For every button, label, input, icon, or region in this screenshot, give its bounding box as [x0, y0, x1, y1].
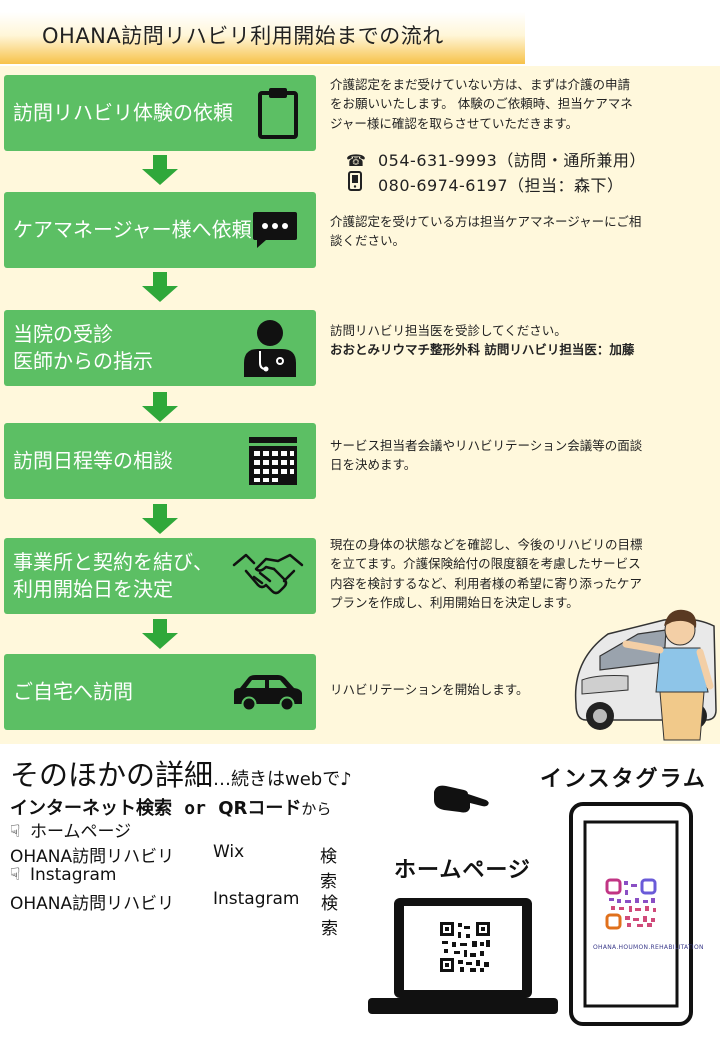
laptop-qr-code[interactable]: [368, 896, 558, 1018]
doctor-icon: [244, 320, 296, 377]
pointing-hand-icon: ☟: [10, 822, 21, 842]
instagram-handle: OHANA.HOUMON.REHABILITATION: [593, 944, 704, 951]
step-label: 訪問日程等の相談: [13, 448, 173, 473]
step5-description: 現在の身体の状態などを確認し、今後のリハビリの目標 を立てます。介護保険給付の限…: [330, 537, 643, 611]
pointing-hand-icon: [434, 785, 489, 813]
homepage-heading: ホームページ: [394, 858, 531, 883]
flow-arrow-down: [142, 155, 178, 185]
homepage-label: ☟ホームページ: [10, 822, 132, 842]
step-doctor-visit: 当院の受診 医師からの指示: [4, 310, 316, 386]
handshake-icon: [232, 553, 304, 595]
step-contract: 事業所と契約を結び、 利用開始日を決定: [4, 538, 316, 614]
instagram-heading: インスタグラム: [540, 767, 707, 792]
step4-description: サービス担当者会議やリハビリテーション会議等の面談 日を決めます。: [330, 438, 643, 473]
details-heading: そのほかの詳細…続きはwebで♪: [10, 758, 352, 792]
step-trial-request: 訪問リハビリ体験の依頼: [4, 75, 316, 151]
step-label: 当院の受診 医師からの指示: [13, 322, 153, 373]
search-instruction: インターネット検索 or QRコードから: [10, 798, 332, 819]
instagram-search-terms: OHANA訪問リハビリ Instagram 検索: [10, 889, 338, 939]
step-label: ケアマネージャー様へ依頼: [13, 217, 252, 242]
step-label: 事業所と契約を結び、 利用開始日を決定: [13, 550, 213, 601]
flow-arrow-down: [142, 392, 178, 422]
step-label: 訪問リハビリ体験の依頼: [13, 100, 233, 125]
telephone-icon: ☎: [346, 151, 367, 170]
phone-line-mobile: 080-6974-6197（担当：森下）: [346, 171, 624, 196]
step-label: ご自宅へ訪問: [13, 679, 133, 704]
step2-description: 介護認定を受けている方は担当ケアマネージャーにご相 談ください。: [330, 214, 642, 249]
step-home-visit: ご自宅へ訪問: [4, 654, 316, 730]
calendar-icon: [249, 437, 297, 485]
instagram-label: ☟Instagram: [10, 865, 117, 885]
pointing-hand-icon: ☟: [10, 865, 21, 885]
flow-arrow-down: [142, 504, 178, 534]
step1-description: 介護認定をまだ受けていない方は、まずは介護の申請 をお願いいたします。 体験のご…: [330, 77, 633, 131]
smartphone-instagram-qr-code[interactable]: [569, 802, 693, 1026]
phone-line-office: ☎054-631-9993（訪問・通所兼用）: [346, 151, 646, 170]
page-title: OHANA訪問リハビリ利用開始までの流れ: [42, 24, 444, 48]
title-underline-bar: [0, 12, 525, 64]
step-schedule-consultation: 訪問日程等の相談: [4, 423, 316, 499]
car-icon: [234, 675, 302, 712]
homepage-search-terms: OHANA訪問リハビリ Wix 検索: [10, 842, 337, 892]
flow-arrow-down: [142, 272, 178, 302]
flow-arrow-down: [142, 619, 178, 649]
step6-description: リハビリテーションを開始します。: [330, 682, 529, 697]
step-care-manager-request: ケアマネージャー様へ依頼: [4, 192, 316, 268]
clipboard-icon: [258, 88, 298, 139]
speech-bubble-icon: [253, 212, 297, 248]
mobile-phone-icon: [346, 171, 364, 195]
van-and-staff-illustration: [574, 609, 717, 741]
step3-description: 訪問リハビリ担当医を受診してください。 おおとみリウマチ整形外科 訪問リハビリ担…: [330, 323, 635, 358]
